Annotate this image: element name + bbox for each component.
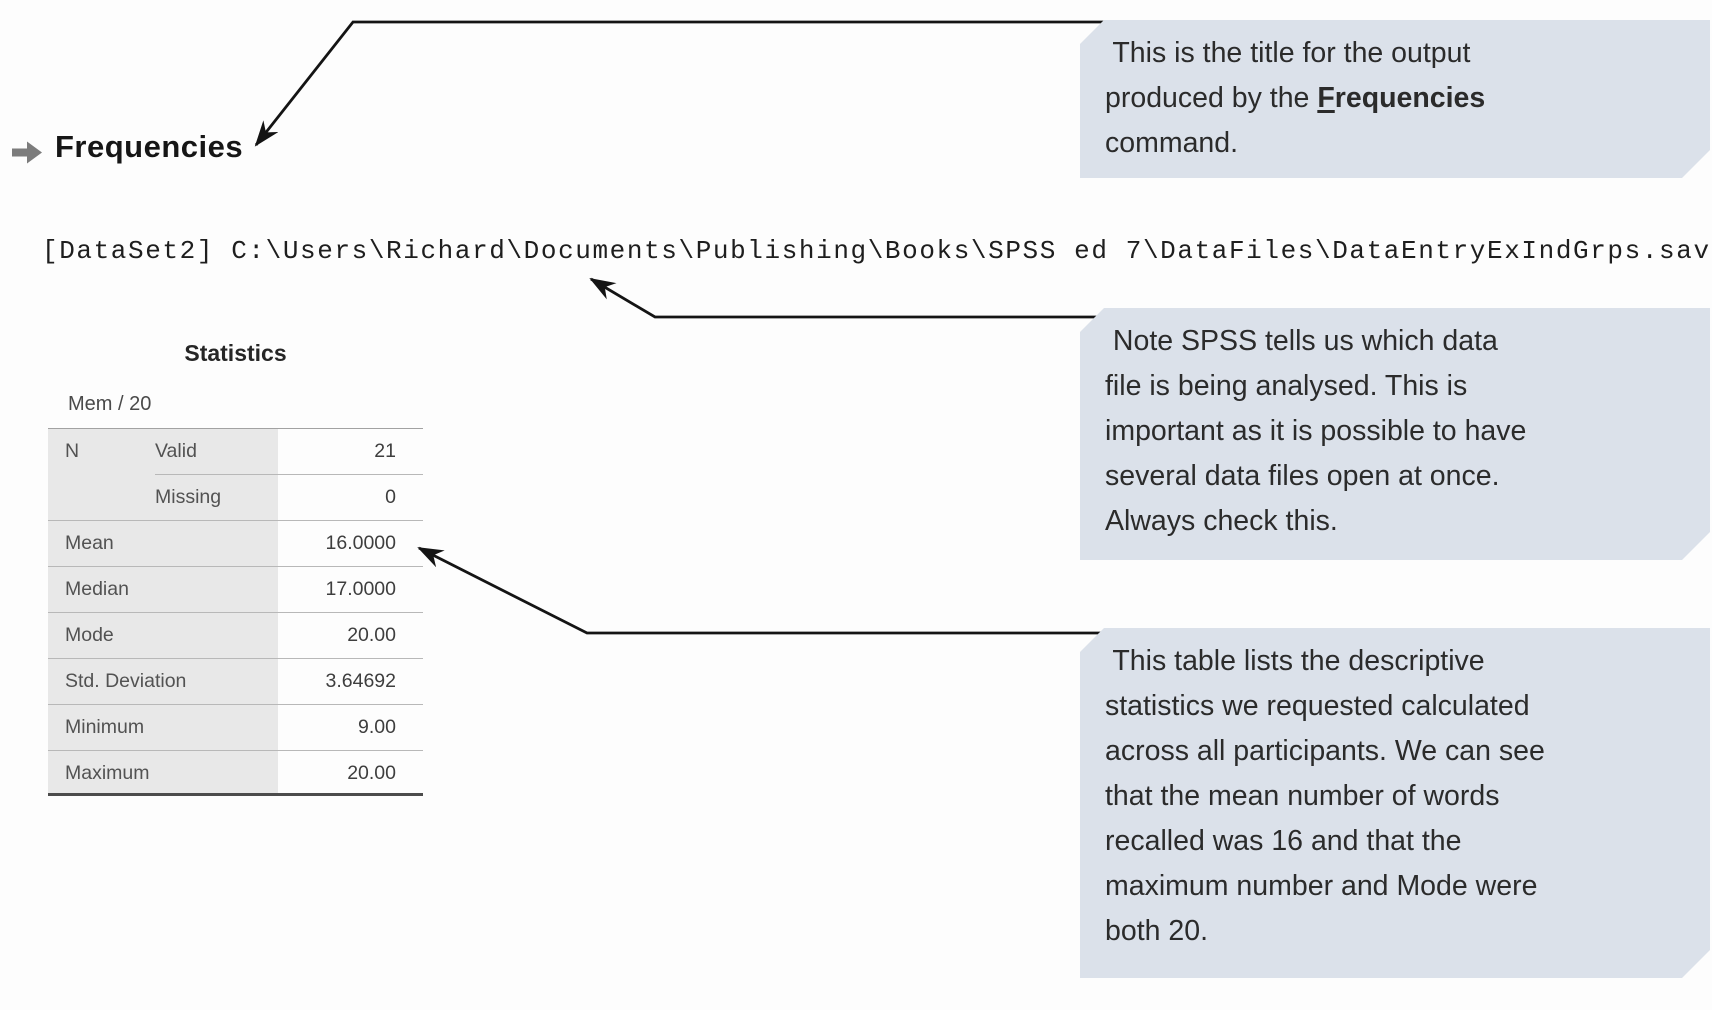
callout-line: several data files open at once. — [1105, 460, 1500, 492]
callout-title-note: This is the title for the output produce… — [1080, 20, 1710, 178]
callout-line: recalled was 16 and that the — [1105, 825, 1462, 857]
stat-sublabel: Missing — [155, 485, 222, 508]
arrow-to-dataset-line — [589, 277, 1102, 319]
stat-value: 21 — [374, 439, 396, 462]
callout-datafile-note: Note SPSS tells us which data file is be… — [1080, 308, 1710, 560]
table-row: N Valid 21 — [48, 428, 423, 474]
table-row: Maximum 20.00 — [48, 750, 423, 796]
callout-line: maximum number and Mode were — [1105, 870, 1538, 902]
stat-label: Std. Deviation — [65, 669, 187, 692]
callout-line: Note SPSS tells us which data — [1105, 325, 1498, 357]
table-grid-line — [48, 520, 423, 521]
callout-line: Always check this. — [1105, 505, 1338, 537]
table-grid-line — [155, 474, 423, 475]
arrow-to-statistics-table — [417, 546, 1102, 635]
table-row: Mean 16.0000 — [48, 520, 423, 566]
stat-value: 3.64692 — [325, 669, 397, 692]
stat-sublabel: Valid — [155, 439, 197, 462]
stat-label: Mean — [65, 531, 114, 554]
callout-line: across all participants. We can see — [1105, 735, 1545, 767]
stat-label: Median — [65, 577, 129, 600]
callout-line: that the mean number of words — [1105, 780, 1500, 812]
statistics-variable-label: Mem / 20 — [68, 393, 152, 415]
arrow-to-heading — [254, 20, 1105, 147]
callout-line: both 20. — [1105, 915, 1209, 947]
table-row: Minimum 9.00 — [48, 704, 423, 750]
right-arrow-icon — [10, 140, 44, 170]
statistics-table-title: Statistics — [184, 340, 287, 366]
callout-line: produced by the Frequencies — [1105, 82, 1486, 114]
stat-value: 20.00 — [347, 623, 396, 646]
callout-table-note: This table lists the descriptive statist… — [1080, 628, 1710, 978]
stat-label: Minimum — [65, 715, 145, 738]
callout-line: statistics we requested calculated — [1105, 690, 1530, 722]
stat-label: N — [65, 439, 80, 462]
stat-label: Maximum — [65, 761, 150, 784]
stat-value: 17.0000 — [325, 577, 397, 600]
stat-label: Mode — [65, 623, 114, 646]
statistics-table: N Valid 21 Missing 0 Mean 16.0000 Median… — [48, 428, 423, 796]
table-grid-line — [48, 612, 423, 613]
stat-value: 0 — [385, 485, 396, 508]
output-heading: Frequencies — [55, 129, 244, 164]
underlined-accelerator: F — [1317, 82, 1335, 114]
table-grid-line — [48, 750, 423, 751]
table-row: Median 17.0000 — [48, 566, 423, 612]
callout-line: This table lists the descriptive — [1105, 645, 1485, 677]
stat-value: 20.00 — [347, 761, 396, 784]
table-row: Std. Deviation 3.64692 — [48, 658, 423, 704]
callout-line: file is being analysed. This is — [1105, 370, 1468, 402]
table-row: Mode 20.00 — [48, 612, 423, 658]
stat-value: 9.00 — [358, 715, 396, 738]
table-top-border — [48, 428, 423, 429]
callout-line: command. — [1105, 127, 1239, 159]
callout-line: This is the title for the output — [1105, 37, 1471, 69]
table-bottom-border — [48, 793, 423, 796]
table-grid-line — [48, 566, 423, 567]
dataset-path-line: [DataSet2] C:\Users\Richard\Documents\Pu… — [42, 236, 1711, 266]
table-grid-line — [48, 704, 423, 705]
stat-value: 16.0000 — [325, 531, 397, 554]
callout-line: important as it is possible to have — [1105, 415, 1527, 447]
table-grid-line — [48, 658, 423, 659]
table-row: Missing 0 — [48, 474, 423, 520]
